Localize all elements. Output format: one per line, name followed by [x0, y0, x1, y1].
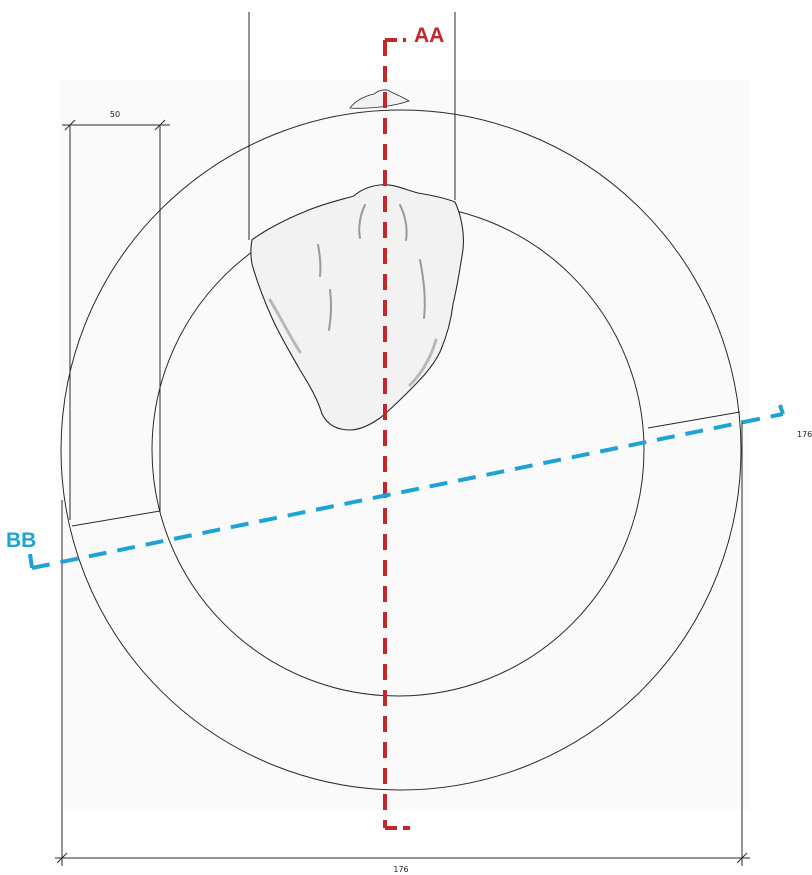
dimension-tick-icon	[736, 852, 748, 864]
dimension-tick-icon	[56, 852, 68, 864]
ring-cut-right	[647, 411, 741, 429]
stone-outline	[250, 184, 464, 431]
section-bb-line	[28, 404, 785, 570]
ring-width-dimension-text: 50	[110, 110, 120, 119]
stone-shading	[268, 204, 438, 387]
stone-fragment-top	[349, 89, 410, 109]
overall-width-dimension-text: 176	[393, 865, 408, 874]
section-bb-note-text: 176	[797, 430, 812, 439]
outer-ring-circle	[60, 109, 742, 791]
section-aa-line	[383, 38, 410, 830]
section-aa-label: AA	[414, 24, 444, 47]
dimension-tick-icon	[64, 119, 76, 131]
dimension-tick-icon	[154, 119, 166, 131]
ring-width-dimension: 50	[62, 110, 170, 520]
section-bb-label: BB	[6, 529, 36, 552]
ring-cut-left	[71, 510, 161, 527]
